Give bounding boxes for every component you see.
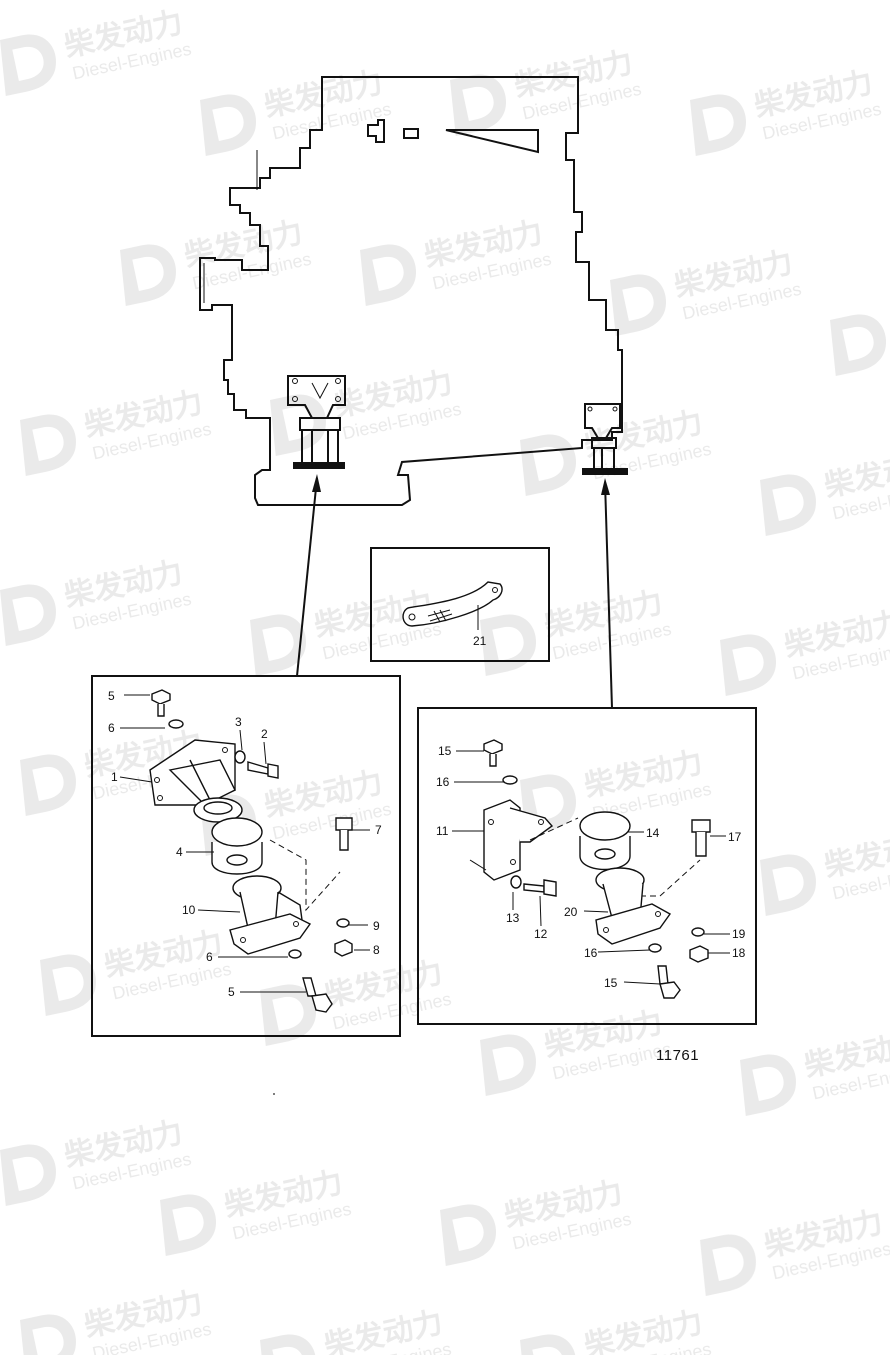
callout-15-bottom: 15	[604, 976, 618, 990]
callout-13: 13	[506, 911, 520, 925]
detail-box-bracket: 21	[370, 547, 550, 662]
callout-1: 1	[111, 770, 118, 784]
speck	[273, 1093, 275, 1095]
detail-box-front-mount: 5 6 3 2 1 7 4 10 9 6 8 5	[91, 675, 401, 1037]
callout-10: 10	[182, 903, 196, 917]
right-engine-mount	[582, 403, 628, 475]
rubber-part-14	[579, 811, 631, 871]
leader-arrows	[296, 474, 613, 709]
mount-part-20	[595, 867, 672, 945]
callout-8: 8	[373, 943, 380, 957]
callout-7: 7	[375, 823, 382, 837]
callout-3: 3	[235, 715, 242, 729]
rubber-part-4	[211, 817, 263, 875]
callout-20: 20	[564, 905, 578, 919]
mount-part-10	[229, 875, 312, 955]
callout-5-bottom: 5	[228, 985, 235, 999]
engine-outline	[199, 76, 628, 506]
bolt-part-5-top	[151, 689, 171, 717]
callout-11: 11	[436, 824, 449, 838]
figure-number: 11761	[656, 1047, 699, 1064]
callout-19: 19	[732, 927, 746, 941]
washer-part-6-top	[168, 719, 184, 729]
callout-16-top: 16	[436, 775, 450, 789]
left-engine-mount	[287, 375, 346, 469]
callout-17: 17	[728, 830, 742, 844]
callout-6-top: 6	[108, 721, 115, 735]
callout-9: 9	[373, 919, 380, 933]
callout-12: 12	[534, 927, 548, 941]
callout-6-bottom: 6	[206, 950, 213, 964]
callout-21: 21	[473, 634, 487, 648]
callout-2: 2	[261, 727, 268, 741]
callout-5-top: 5	[108, 689, 115, 703]
detail-box-rear-mount: 15 16 11 14 17 13 12 20 19 16 18 15	[417, 707, 757, 1025]
callout-15-top: 15	[438, 744, 452, 758]
callout-18: 18	[732, 946, 746, 960]
bolt-part-5-bottom	[302, 977, 333, 1013]
callout-14: 14	[646, 826, 660, 840]
callout-16-bottom: 16	[584, 946, 598, 960]
callout-4: 4	[176, 845, 183, 859]
bolt-part-7	[335, 817, 353, 851]
